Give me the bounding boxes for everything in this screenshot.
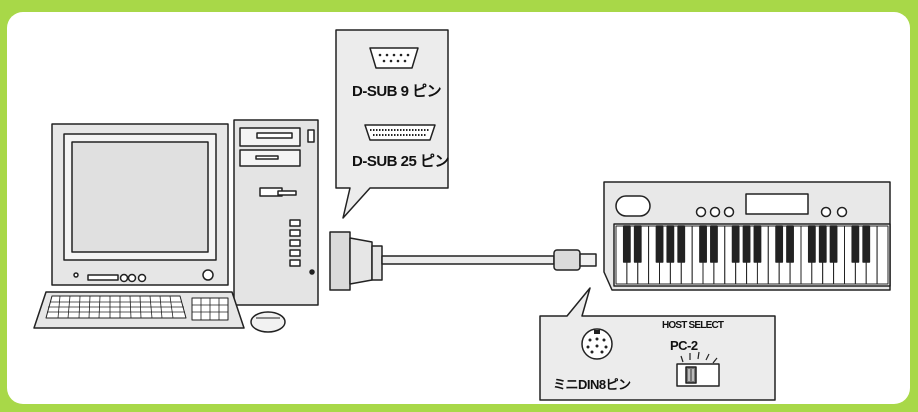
dsub9-connector-icon [369, 47, 419, 69]
black-key [786, 225, 794, 263]
black-key [655, 225, 664, 263]
black-key [731, 225, 740, 263]
black-key [862, 225, 871, 263]
black-key [807, 225, 816, 263]
mouse [250, 311, 286, 333]
dsub9-label: D-SUB 9 ピン [352, 83, 442, 100]
black-key [753, 225, 762, 263]
black-key [622, 225, 631, 263]
pc2-label: PC-2 [670, 338, 698, 353]
black-key [677, 225, 686, 263]
white-key [876, 225, 889, 285]
dsub25-connector-icon [364, 124, 436, 141]
black-key [775, 225, 784, 263]
host-select-label: HOST SELECT [662, 320, 724, 331]
black-key [742, 225, 751, 263]
black-key [829, 225, 838, 263]
keyboard [33, 291, 245, 329]
black-key [666, 225, 675, 263]
synth-keys [615, 225, 889, 285]
black-key [710, 225, 718, 263]
host-select-switch-icon [676, 351, 720, 387]
connector-types-callout [335, 29, 449, 219]
dsub25-label: D-SUB 25 ピン [352, 153, 450, 170]
black-key [699, 225, 707, 263]
black-key [851, 225, 860, 263]
mini-din-label: ミニDIN8ピン [553, 377, 631, 392]
black-key [818, 225, 827, 263]
serial-cable [329, 231, 597, 291]
pc-tower [233, 119, 319, 306]
monitor [51, 123, 229, 286]
black-key [633, 225, 642, 263]
mini-din-connector-icon [581, 328, 613, 360]
